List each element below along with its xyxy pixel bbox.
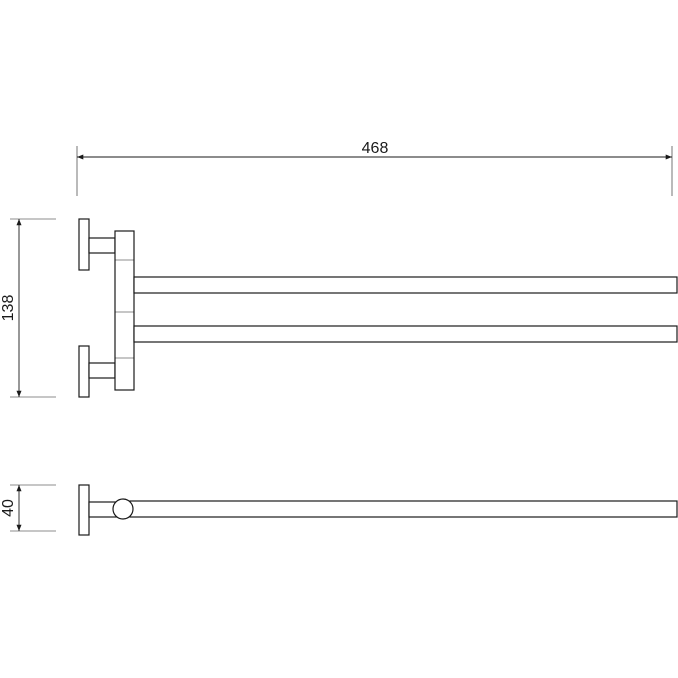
top-view-arm [129,500,678,518]
width-dimension: 468 [76,140,673,196]
width-label: 468 [362,140,389,157]
towel-arm-upper [133,276,678,294]
wall-plate-bottom [78,345,90,398]
top-view-pivot-circle [112,498,134,520]
depth-label: 40 [0,499,17,517]
height-label: 138 [0,295,17,322]
wall-plate-top [78,218,90,271]
towel-arm-lower [133,325,678,343]
height-dimension: 138 [0,218,56,398]
front-view [78,218,678,398]
top-view [78,484,678,536]
wall-post-top [88,237,116,254]
pivot-column [114,230,135,391]
wall-post-bottom [88,362,116,379]
top-view-wall-plate [78,484,90,536]
depth-dimension: 40 [0,484,56,532]
